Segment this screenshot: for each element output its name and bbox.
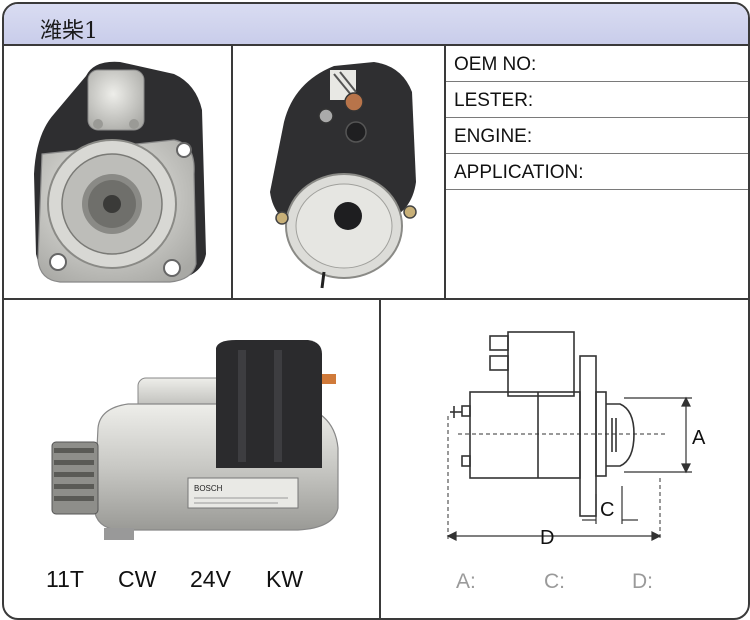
spec-row-lester: LESTER: (446, 82, 748, 118)
brand-label: BOSCH (194, 484, 223, 493)
spec-tag-teeth: 11T (46, 566, 84, 592)
spec-label-oem: OEM NO: (454, 54, 537, 75)
diagram-label-c: C (600, 499, 614, 521)
spec-row-application: APPLICATION: (446, 154, 748, 190)
starter-rear-photo (270, 62, 417, 289)
spec-tag-rotation: CW (118, 566, 157, 592)
spec-row-oem: OEM NO: (446, 46, 748, 82)
starter-front-photo (34, 61, 206, 283)
divider (4, 298, 748, 300)
starter-side-photo: BOSCH (51, 340, 339, 540)
dim-field-c: C: (544, 570, 565, 593)
spec-tag-voltage: 24V (190, 566, 231, 592)
header-title: 潍柴1 (40, 19, 98, 44)
spec-label-lester: LESTER: (454, 90, 534, 111)
spec-label-application: APPLICATION: (454, 162, 584, 183)
dim-field-d: D: (632, 570, 653, 593)
divider (231, 46, 233, 300)
spec-row-engine: ENGINE: (446, 118, 748, 154)
spec-tag-power: KW (266, 566, 304, 592)
dim-field-a: A: (456, 570, 476, 593)
dimension-diagram: A C D (446, 331, 706, 549)
divider (379, 298, 381, 618)
spec-label-engine: ENGINE: (454, 126, 533, 147)
diagram-label-d: D (540, 527, 554, 549)
header-bar: 潍柴1 (4, 4, 748, 46)
diagram-label-a: A (692, 427, 706, 449)
divider (444, 46, 446, 300)
